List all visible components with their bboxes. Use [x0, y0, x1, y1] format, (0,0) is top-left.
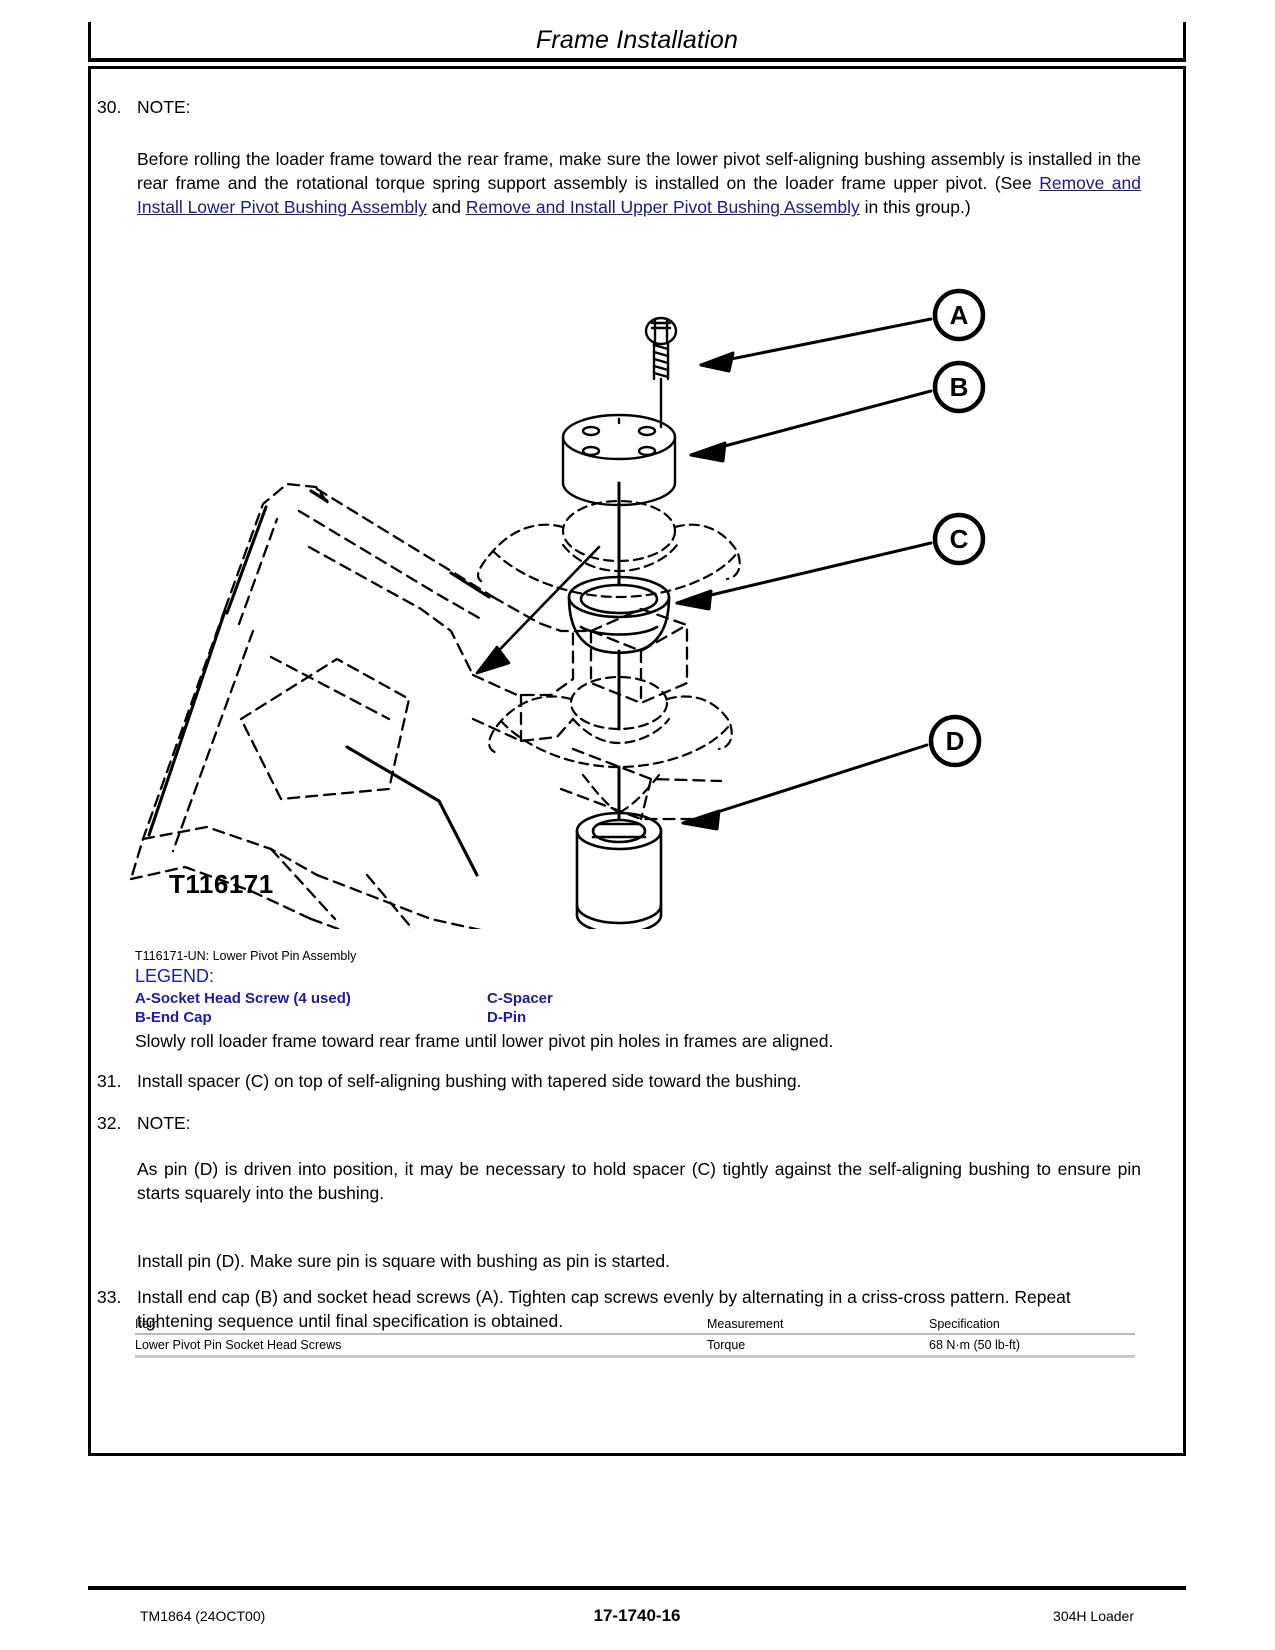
footer-rule [88, 1586, 1186, 1590]
step-32-label: NOTE: [137, 1113, 191, 1133]
content-frame: 30. NOTE: Before rolling the loader fram… [88, 66, 1186, 1456]
step-32-note-text: As pin (D) is driven into position, it m… [137, 1159, 1141, 1204]
callout-leader-c [675, 541, 933, 611]
table-header-measurement: Measurement [707, 1316, 929, 1335]
callout-leader-a [699, 317, 933, 373]
step-30: 30. NOTE: [91, 95, 1141, 119]
table-cell-item: Lower Pivot Pin Socket Head Screws [135, 1334, 707, 1358]
table-cell-specification: 68 N·m (50 lb-ft) [929, 1334, 1135, 1358]
step-32: 32. NOTE: [91, 1111, 1141, 1135]
callout-label-c: C [950, 524, 969, 554]
legend: A-Socket Head Screw (4 used) C-Spacer B-… [135, 989, 915, 1027]
legend-item-b: B-End Cap [135, 1009, 212, 1027]
footer-manual-id: TM1864 (24OCT00) [140, 1608, 266, 1624]
page-footer: 17-1740-16 TM1864 (24OCT00) 304H Loader [88, 1598, 1186, 1634]
callout-label-a: A [950, 300, 969, 330]
footer-model: 304H Loader [1053, 1608, 1134, 1624]
table-header-row: Item Measurement Specification [135, 1316, 1135, 1335]
legend-row: A-Socket Head Screw (4 used) C-Spacer [135, 989, 915, 1008]
step-30-text-between: and [426, 197, 466, 218]
callout-leader-b [689, 389, 933, 463]
link-lower-pivot-bushing-assembly[interactable]: Remove and Install Lower Pivot Bushing A… [137, 173, 1141, 218]
callout-bubble-d: D [928, 714, 982, 768]
step-30-number: 30. [97, 97, 122, 117]
part-pin [575, 811, 663, 929]
part-socket-head-screw [644, 316, 678, 429]
callout-label-d: D [946, 726, 965, 756]
step-30-label: NOTE: [137, 97, 191, 117]
loader-frame-contour [147, 489, 491, 877]
callout-bubble-b: B [932, 360, 986, 414]
step-32-number: 32. [97, 1113, 122, 1133]
table-header-specification: Specification [929, 1316, 1135, 1335]
table-header-item: Item [135, 1316, 707, 1335]
page-header: Frame Installation [88, 22, 1186, 62]
step-30-paragraph-gutter [91, 147, 137, 219]
step-32-follow-gutter [91, 1249, 137, 1273]
step-32-follow-text: Install pin (D). Make sure pin is square… [137, 1251, 671, 1271]
step-31-number: 31. [97, 1071, 122, 1091]
rear-frame-lower-boss-ghost [488, 675, 733, 815]
rear-frame-upper-boss-ghost [476, 499, 741, 599]
callout-label-b: B [950, 372, 969, 402]
legend-title: LEGEND: [135, 966, 215, 986]
specification-table: Item Measurement Specification Lower Piv… [135, 1316, 1135, 1358]
table-row: Lower Pivot Pin Socket Head Screws Torqu… [135, 1334, 1135, 1358]
figure-caption: T116171-UN: Lower Pivot Pin Assembly [135, 949, 357, 963]
step-30-text-prefix: Before rolling the loader frame toward t… [137, 149, 1141, 194]
page-title: Frame Installation [535, 25, 739, 54]
legend-row: B-End Cap D-Pin [135, 1008, 915, 1027]
post-legend-text: Slowly roll loader frame toward rear fra… [135, 1031, 834, 1051]
step-32-note-gutter [91, 1157, 137, 1205]
step-30-text-suffix: in this group.) [859, 197, 971, 218]
step-33-number: 33. [97, 1287, 122, 1307]
figure-lower-pivot-pin-assembly: A B C D [121, 279, 1151, 929]
step-30-paragraph: Before rolling the loader frame toward t… [91, 147, 1141, 219]
step-32-follow: Install pin (D). Make sure pin is square… [91, 1249, 1141, 1273]
legend-item-c: C-Spacer [487, 990, 553, 1007]
step-31-text: Install spacer (C) on top of self-aligni… [137, 1071, 802, 1091]
link-upper-pivot-bushing-assembly[interactable]: Remove and Install Upper Pivot Bushing A… [465, 197, 860, 218]
callout-bubble-c: C [932, 512, 986, 566]
figure-code: T116171 [169, 869, 274, 899]
assembly-leader-line [475, 545, 601, 675]
legend-item-a: A-Socket Head Screw (4 used) [135, 990, 351, 1007]
table-cell-measurement: Torque [707, 1334, 929, 1358]
footer-page-number: 17-1740-16 [593, 1606, 681, 1625]
legend-item-d: D-Pin [487, 1009, 527, 1027]
loader-frame-outline [129, 482, 723, 929]
step-32-note: As pin (D) is driven into position, it m… [91, 1157, 1141, 1205]
callout-leader-d [681, 743, 929, 831]
step-31: 31. Install spacer (C) on top of self-al… [91, 1069, 1141, 1093]
callout-bubble-a: A [932, 288, 986, 342]
